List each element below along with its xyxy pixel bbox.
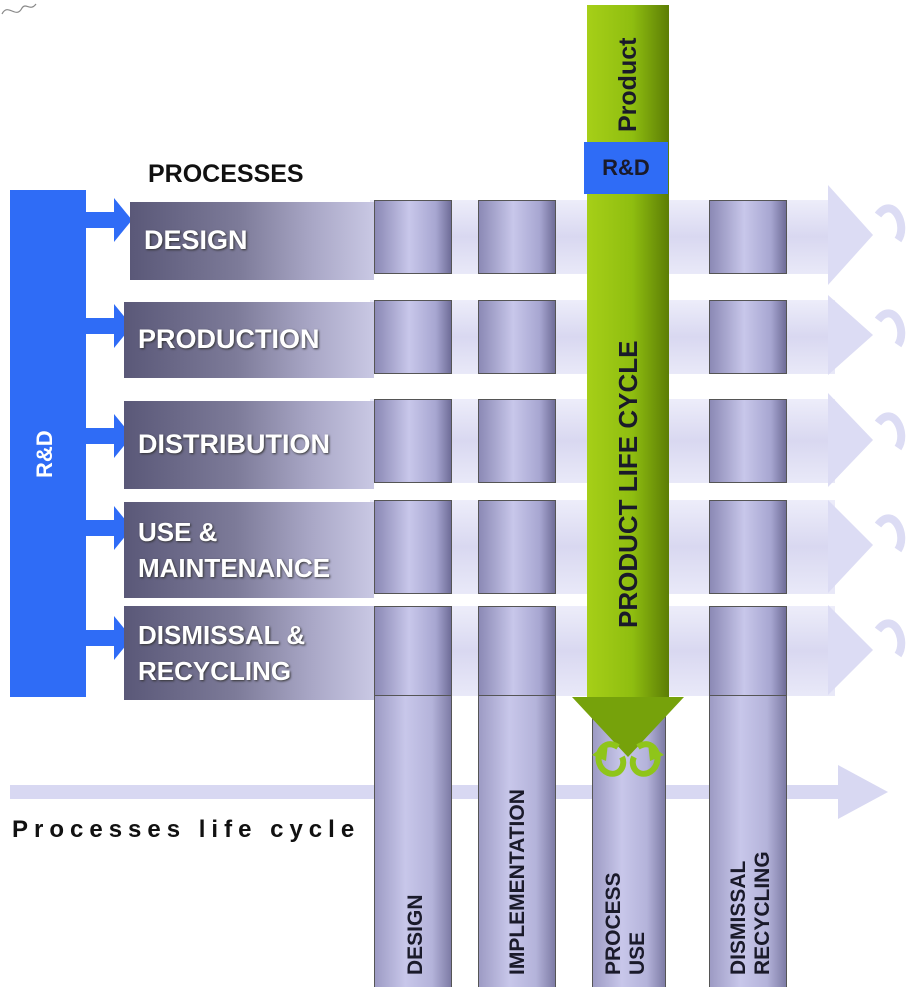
process-design: DESIGN	[130, 202, 374, 280]
product-life-cycle-arrow	[572, 5, 684, 777]
cell	[478, 606, 556, 696]
cell	[709, 200, 787, 274]
cell	[478, 200, 556, 274]
product-rd-box: R&D	[584, 142, 668, 194]
cell	[478, 500, 556, 594]
processes-life-cycle-label: Processes life cycle	[12, 816, 361, 843]
process-label: USE & MAINTENANCE	[138, 516, 331, 583]
cell	[374, 606, 452, 696]
rd-bar	[10, 190, 132, 697]
process-dismissal-recycling: DISMISSAL & RECYCLING	[124, 606, 374, 700]
product-rd-label: R&D	[602, 155, 650, 180]
cell	[374, 300, 452, 374]
cell	[374, 200, 452, 274]
rd-bar-label: R&D	[32, 430, 57, 478]
product-label: Product	[614, 37, 642, 132]
corner-scribble-icon	[1, 3, 37, 15]
column-implementation	[478, 690, 556, 987]
band-arrowheads	[828, 185, 906, 695]
column-dismissal-recycling	[709, 690, 787, 987]
column-label-dismissal-recycling: DISMISSAL RECYCLING	[727, 851, 775, 975]
cell	[709, 300, 787, 374]
process-distribution: DISTRIBUTION	[124, 401, 374, 489]
processes-heading: PROCESSES	[148, 160, 304, 188]
cell	[709, 500, 787, 594]
column-label-implementation: IMPLEMENTATION	[506, 789, 529, 975]
cell	[709, 606, 787, 696]
process-label: DESIGN	[144, 225, 248, 256]
process-label: PRODUCTION	[138, 324, 320, 355]
process-production: PRODUCTION	[124, 302, 374, 378]
process-use-maintenance: USE & MAINTENANCE	[124, 502, 374, 598]
column-label-process-use: PROCESS USE	[602, 872, 650, 975]
cell	[709, 399, 787, 483]
cell	[374, 500, 452, 594]
column-label-design: DESIGN	[404, 894, 427, 975]
process-label: DISMISSAL & RECYCLING	[138, 619, 306, 686]
process-label: DISTRIBUTION	[138, 429, 330, 460]
column-design	[374, 690, 452, 987]
product-life-cycle-label: PRODUCT LIFE CYCLE	[613, 340, 643, 628]
cell	[478, 300, 556, 374]
cell	[478, 399, 556, 483]
cell	[374, 399, 452, 483]
